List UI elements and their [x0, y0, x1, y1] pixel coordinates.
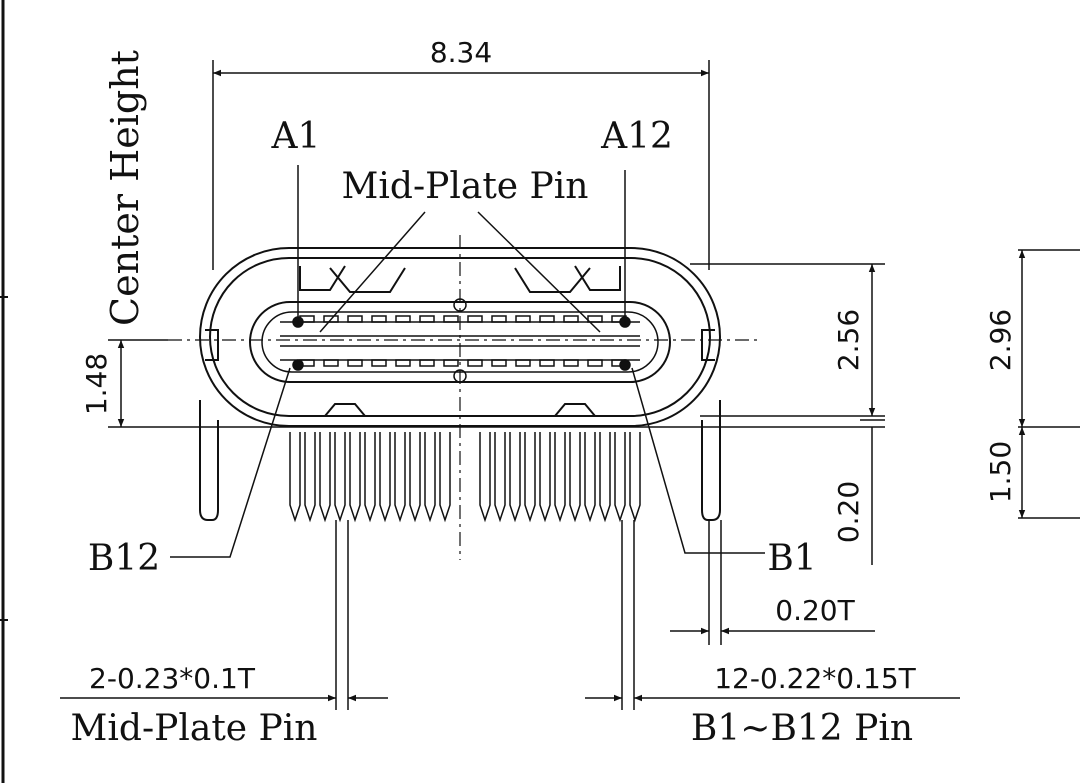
contact-bottom: [371, 359, 387, 367]
page-frame: [0, 0, 8, 783]
pin-label-a12: A12: [600, 116, 673, 157]
contact-top: [467, 315, 483, 323]
contact-bottom: [539, 359, 555, 367]
pcb-pin: [379, 432, 391, 523]
contact-bottom: [587, 359, 603, 367]
width-dimension: [212, 60, 710, 270]
center-height-label: Center Height: [103, 50, 147, 326]
b-pins-callout: B1~B12 Pin: [691, 708, 913, 749]
contact-bottom: [419, 359, 435, 367]
through-hole-pins: [289, 432, 641, 523]
pcb-pin: [629, 432, 641, 523]
contact-top: [539, 315, 555, 323]
leg-length-value: 0.20: [832, 481, 865, 543]
pcb-pin: [319, 432, 331, 523]
pin-label-b1: B1: [767, 538, 816, 579]
pcb-pin: [394, 432, 406, 523]
b-pin-spec-value: 12-0.22*0.15T: [714, 662, 916, 695]
contact-top: [395, 315, 411, 323]
pcb-pin: [494, 432, 506, 523]
pin-marker-b12: [292, 359, 304, 371]
mid-plate-callout-top: Mid-Plate Pin: [342, 166, 589, 207]
contact-top: [587, 315, 603, 323]
contact-top: [347, 315, 363, 323]
pcb-pin: [439, 432, 451, 523]
leader-lines-top: [297, 165, 626, 333]
contact-bottom: [491, 359, 507, 367]
pcb-pin: [554, 432, 566, 523]
pcb-pin: [334, 432, 346, 523]
pcb-pin: [524, 432, 536, 523]
contact-bottom: [563, 359, 579, 367]
contact-bottom: [323, 359, 339, 367]
pcb-pin: [479, 432, 491, 523]
body-height-dimension: [690, 263, 885, 565]
mid-plate-callout-bottom: Mid-Plate Pin: [71, 708, 318, 749]
side-dimensions: [1018, 249, 1080, 519]
pcb-pin: [509, 432, 521, 523]
pcb-pin: [599, 432, 611, 523]
contact-bottom: [347, 359, 363, 367]
contact-bottom: [515, 359, 531, 367]
mid-plate-spec-value: 2-0.23*0.1T: [89, 662, 256, 695]
pcb-pin: [349, 432, 361, 523]
contact-top: [491, 315, 507, 323]
pcb-pin: [409, 432, 421, 523]
pcb-pin: [289, 432, 301, 523]
contact-bottom: [467, 359, 483, 367]
pin-thickness-dimension: [670, 520, 875, 645]
center-height-value: 1.48: [80, 353, 113, 415]
connector-shell: [108, 247, 885, 521]
body-height-value: 2.56: [832, 309, 865, 371]
pcb-pin: [539, 432, 551, 523]
pcb-pin: [424, 432, 436, 523]
contact-top: [371, 315, 387, 323]
contact-top: [323, 315, 339, 323]
pcb-pin: [584, 432, 596, 523]
pcb-pin: [614, 432, 626, 523]
center-height-dimension: [108, 339, 168, 427]
pin-label-b12: B12: [88, 538, 160, 579]
contact-top: [443, 315, 459, 323]
side-lower-value: 1.50: [984, 441, 1017, 503]
contact-top: [419, 315, 435, 323]
side-total-value: 2.96: [984, 309, 1017, 371]
leader-line-b12: [170, 367, 291, 558]
contact-bottom: [443, 359, 459, 367]
overall-width-value: 8.34: [430, 36, 492, 69]
pin-marker-b1: [619, 359, 631, 371]
pcb-pin: [364, 432, 376, 523]
contact-bottom: [395, 359, 411, 367]
pcb-pin: [569, 432, 581, 523]
contact-top: [515, 315, 531, 323]
pin-thickness-value: 0.20T: [775, 594, 855, 627]
b-pin-spec-dimension: [585, 520, 960, 710]
contact-top: [563, 315, 579, 323]
pin-label-a1: A1: [271, 116, 321, 157]
mid-plate-spec-dimension: [60, 520, 388, 710]
leader-line-b1: [631, 367, 765, 554]
center-lines: [168, 235, 760, 560]
pcb-pin: [304, 432, 316, 523]
